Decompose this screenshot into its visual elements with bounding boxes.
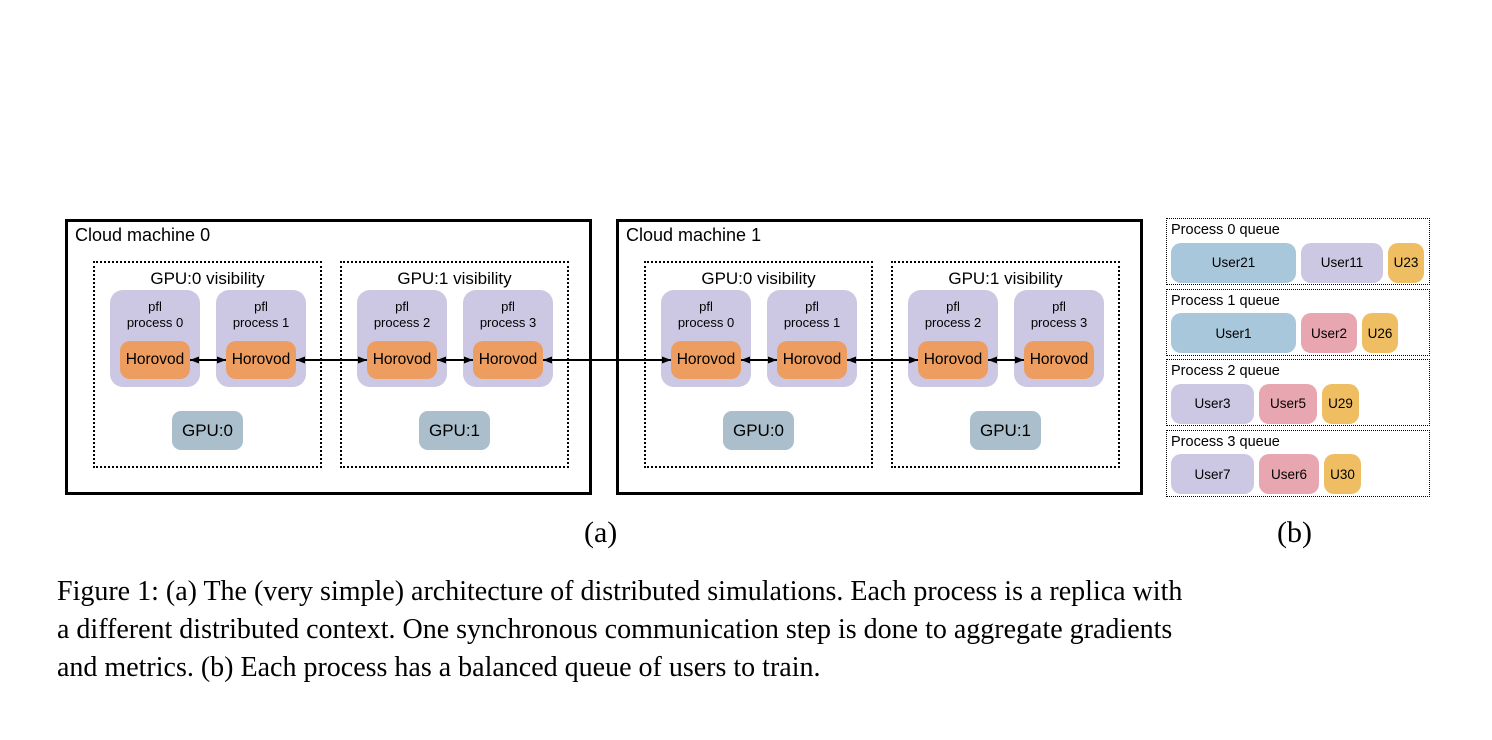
- gpu-label: GPU:1: [419, 411, 490, 450]
- horovod-box: Horovod: [473, 341, 543, 379]
- gpu0-visibility-box: GPU:0 visibility pfl process 0 Horovod p…: [644, 261, 873, 468]
- user-chip: User3: [1171, 383, 1254, 424]
- process-queue-1: Process 1 queue User1 User2 U26: [1166, 288, 1430, 356]
- gpu-label: GPU:0: [723, 411, 794, 450]
- horovod-box: Horovod: [367, 341, 437, 379]
- queue-panel: Process 0 queue User21 User11 U23 Proces…: [1166, 218, 1430, 500]
- process-label-line1: pfl: [946, 299, 960, 314]
- user-chip: User21: [1171, 242, 1296, 283]
- user-chip: User2: [1301, 313, 1357, 353]
- cloud-machine-1: Cloud machine 1 GPU:0 visibility pfl pro…: [616, 219, 1143, 495]
- gpu-label: GPU:1: [970, 411, 1041, 450]
- visibility-title: GPU:1 visibility: [948, 269, 1063, 288]
- process-label-line2: process 3: [1030, 314, 1088, 330]
- process-label-line1: pfl: [1052, 299, 1066, 314]
- process-label-line1: pfl: [395, 299, 409, 314]
- process-queue-2: Process 2 queue User3 User5 U29: [1166, 359, 1430, 426]
- queue-chips-row: User1 User2 U26: [1171, 313, 1398, 353]
- process-label-line2: process 2: [373, 314, 431, 330]
- figure-caption: Figure 1: (a) The (very simple) architec…: [57, 573, 1182, 687]
- caption-line: a different distributed context. One syn…: [57, 614, 1173, 645]
- user-chip: U23: [1388, 242, 1424, 283]
- pfl-process-box: pfl process 0 Horovod: [661, 290, 751, 387]
- process-label-line2: process 0: [677, 314, 735, 330]
- process-label-line1: pfl: [148, 299, 162, 314]
- visibility-title: GPU:1 visibility: [397, 269, 512, 288]
- process-label-line2: process 0: [126, 314, 184, 330]
- user-chip: User1: [1171, 313, 1296, 353]
- machine-title: Cloud machine 1: [626, 225, 762, 245]
- user-chip: User11: [1301, 242, 1383, 283]
- gpu-label: GPU:0: [172, 411, 243, 450]
- horovod-box: Horovod: [918, 341, 988, 379]
- user-chip: U29: [1322, 383, 1359, 424]
- queue-title: Process 1 queue: [1171, 292, 1280, 309]
- visibility-title: GPU:0 visibility: [150, 269, 265, 288]
- queue-chips-row: User7 User6 U30: [1171, 454, 1361, 494]
- queue-title: Process 2 queue: [1171, 363, 1280, 379]
- horovod-box: Horovod: [226, 341, 296, 379]
- cloud-machine-0: Cloud machine 0 GPU:0 visibility pfl pro…: [65, 219, 592, 495]
- queue-title: Process 3 queue: [1171, 433, 1280, 450]
- process-label-line1: pfl: [699, 299, 713, 314]
- pfl-process-box: pfl process 3 Horovod: [1014, 290, 1104, 387]
- user-chip: U30: [1324, 454, 1361, 494]
- process-label-line1: pfl: [805, 299, 819, 314]
- process-label-line1: pfl: [254, 299, 268, 314]
- gpu1-visibility-box: GPU:1 visibility pfl process 2 Horovod p…: [340, 261, 569, 468]
- user-chip: User5: [1259, 383, 1317, 424]
- pfl-process-box: pfl process 0 Horovod: [110, 290, 200, 387]
- horovod-box: Horovod: [1024, 341, 1094, 379]
- caption-line: Figure 1: (a) The (very simple) architec…: [57, 576, 1183, 607]
- pfl-process-box: pfl process 1 Horovod: [216, 290, 306, 387]
- pfl-process-box: pfl process 2 Horovod: [908, 290, 998, 387]
- pfl-process-box: pfl process 3 Horovod: [463, 290, 553, 387]
- process-label-line2: process 2: [924, 314, 982, 330]
- queue-chips-row: User21 User11 U23: [1171, 242, 1424, 283]
- pfl-process-box: pfl process 2 Horovod: [357, 290, 447, 387]
- process-label-line2: process 3: [479, 314, 537, 330]
- process-queue-3: Process 3 queue User7 User6 U30: [1166, 429, 1430, 497]
- process-label-line2: process 1: [232, 314, 290, 330]
- subfigure-label-b: (b): [1277, 516, 1312, 549]
- process-label-line2: process 1: [783, 314, 841, 330]
- gpu1-visibility-box: GPU:1 visibility pfl process 2 Horovod p…: [891, 261, 1120, 468]
- horovod-box: Horovod: [777, 341, 847, 379]
- horovod-box: Horovod: [671, 341, 741, 379]
- user-chip: User6: [1259, 454, 1319, 494]
- machine-title: Cloud machine 0: [75, 225, 211, 245]
- queue-chips-row: User3 User5 U29: [1171, 383, 1359, 424]
- queue-title: Process 0 queue: [1171, 222, 1280, 238]
- process-queue-0: Process 0 queue User21 User11 U23: [1166, 218, 1430, 285]
- subfigure-label-a: (a): [584, 516, 618, 549]
- horovod-box: Horovod: [120, 341, 190, 379]
- gpu0-visibility-box: GPU:0 visibility pfl process 0 Horovod p…: [93, 261, 322, 468]
- process-label-line1: pfl: [501, 299, 515, 314]
- user-chip: U26: [1362, 313, 1398, 353]
- user-chip: User7: [1171, 454, 1254, 494]
- caption-line: and metrics. (b) Each process has a bala…: [57, 652, 821, 683]
- pfl-process-box: pfl process 1 Horovod: [767, 290, 857, 387]
- visibility-title: GPU:0 visibility: [701, 269, 816, 288]
